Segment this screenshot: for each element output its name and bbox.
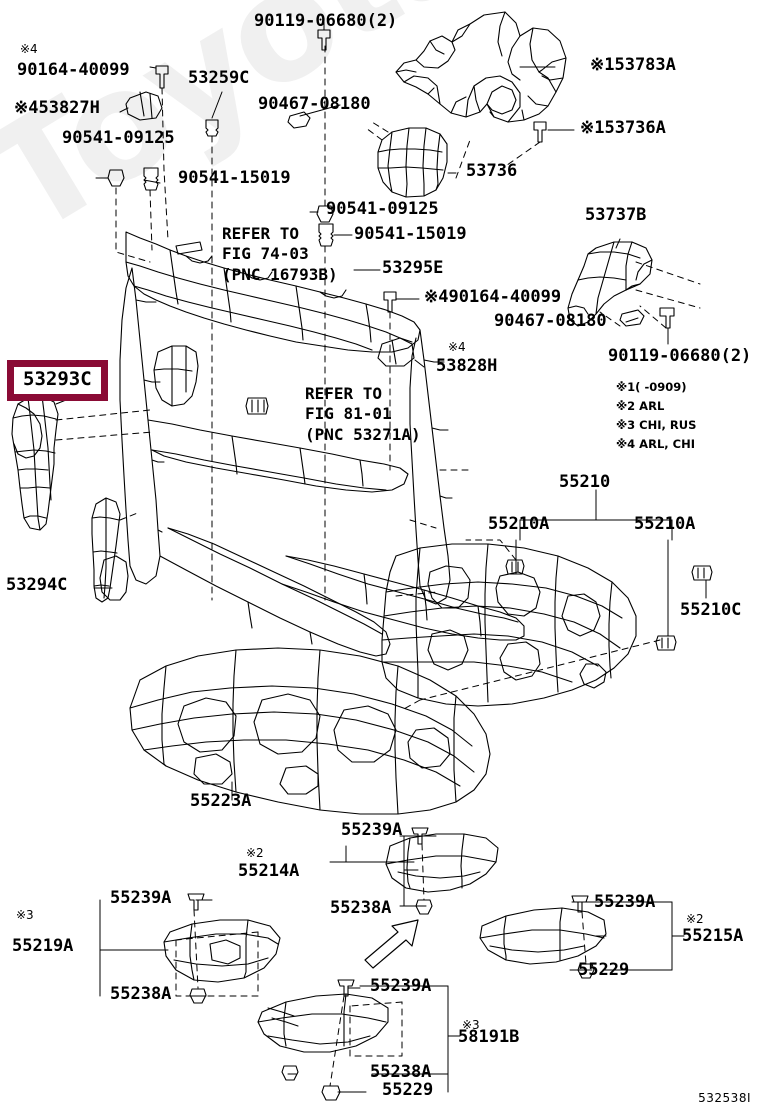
- reference-line-1: REFER TO: [222, 224, 300, 243]
- reference-fig-74-03: REFER TO FIG 74-03 (PNC 16793B): [222, 224, 338, 285]
- label-55229-btm: 55229: [382, 1080, 434, 1100]
- legend-note-2: ※2 ARL: [616, 399, 665, 413]
- label-90541-09125-b: 90541-09125: [326, 199, 439, 219]
- label-53736a: ※153736A: [580, 118, 666, 138]
- label-55215a: 55215A: [682, 926, 744, 946]
- label-55238a-mid: 55238A: [330, 898, 392, 918]
- part-shape-53293c: [11, 395, 59, 531]
- label-55214a: 55214A: [238, 861, 300, 881]
- leader-lines: [55, 21, 707, 1093]
- legend-note-4: ※4 ARL, CHI: [616, 437, 695, 451]
- label-53827h: ※453827H: [14, 98, 100, 118]
- note-marker-2-b: ※2: [686, 912, 704, 926]
- label-90119-06680-top: 90119-06680(2): [254, 11, 398, 31]
- legend-note-1: ※1( -0909): [616, 380, 687, 394]
- label-90164-40099-mid: ※490164-40099: [424, 287, 562, 307]
- note-marker-4-a: ※4: [20, 42, 38, 56]
- reference-line-3: (PNC 16793B): [222, 264, 338, 284]
- reference-line-2: FIG 74-03: [222, 244, 309, 264]
- label-90541-15019-b: 90541-15019: [354, 224, 467, 244]
- label-53259c: 53259C: [188, 68, 250, 88]
- label-55238a-left: 55238A: [110, 984, 172, 1004]
- direction-arrow: [364, 919, 419, 969]
- part-shape-55219a: [163, 919, 281, 983]
- label-55210c: 55210C: [680, 600, 742, 620]
- note-marker-4-b: ※4: [448, 340, 466, 354]
- label-90541-09125-a: 90541-09125: [62, 128, 175, 148]
- part-shape-55223a: [129, 647, 491, 815]
- label-55223a: 55223A: [190, 791, 252, 811]
- part-shape-58191b: [257, 993, 389, 1053]
- legend-note-3: ※3 CHI, RUS: [616, 418, 697, 432]
- label-55210: 55210: [559, 472, 611, 492]
- part-shape-53294c: [91, 497, 121, 603]
- label-53783a: ※153783A: [590, 55, 676, 75]
- label-90467-08180-mid: 90467-08180: [494, 311, 607, 331]
- label-90467-08180-top: 90467-08180: [258, 94, 371, 114]
- label-55239a-left: 55239A: [110, 888, 172, 908]
- part-shape-55214a: [385, 833, 499, 893]
- part-shape-53783a: [395, 11, 567, 123]
- part-shape-55210: [381, 543, 637, 707]
- label-53737b: 53737B: [585, 205, 647, 225]
- label-90164-40099-top: 90164-40099: [17, 60, 130, 80]
- reference-line-2: FIG 81-01: [305, 404, 392, 424]
- label-55210a-right: 55210A: [634, 514, 696, 534]
- label-55219a: 55219A: [12, 936, 74, 956]
- label-55239a-right: 55239A: [594, 892, 656, 912]
- label-53294c: 53294C: [6, 575, 68, 595]
- note-marker-2-a: ※2: [246, 846, 264, 860]
- label-53828h: 53828H: [436, 356, 498, 376]
- reference-line-3: (PNC 53271A): [305, 424, 421, 444]
- label-58191b: 58191B: [458, 1027, 520, 1047]
- label-53295e: 53295E: [382, 258, 444, 278]
- label-55239a-mid: 55239A: [341, 820, 403, 840]
- label-90541-15019-a: 90541-15019: [178, 168, 291, 188]
- part-shape-55215a: [479, 907, 607, 965]
- label-55238a-btm: 55238A: [370, 1062, 432, 1082]
- note-marker-3-b: ※3: [462, 1018, 480, 1032]
- label-90119-06680-right: 90119-06680(2): [608, 346, 752, 366]
- label-53736: 53736: [466, 161, 518, 181]
- part-shape-53736: [377, 127, 448, 198]
- note-marker-3-a: ※3: [16, 908, 34, 922]
- reference-fig-81-01: REFER TO FIG 81-01 (PNC 53271A): [305, 384, 421, 445]
- fastener-icons: [107, 29, 713, 1101]
- diagram-id: 532538I: [698, 1091, 751, 1105]
- highlighted-part-number-53293c[interactable]: 53293C: [7, 360, 108, 401]
- label-55229-right: 55229: [578, 960, 630, 980]
- reference-line-1: REFER TO: [305, 384, 383, 403]
- label-55239a-btm: 55239A: [370, 976, 432, 996]
- label-55210a-left: 55210A: [488, 514, 550, 534]
